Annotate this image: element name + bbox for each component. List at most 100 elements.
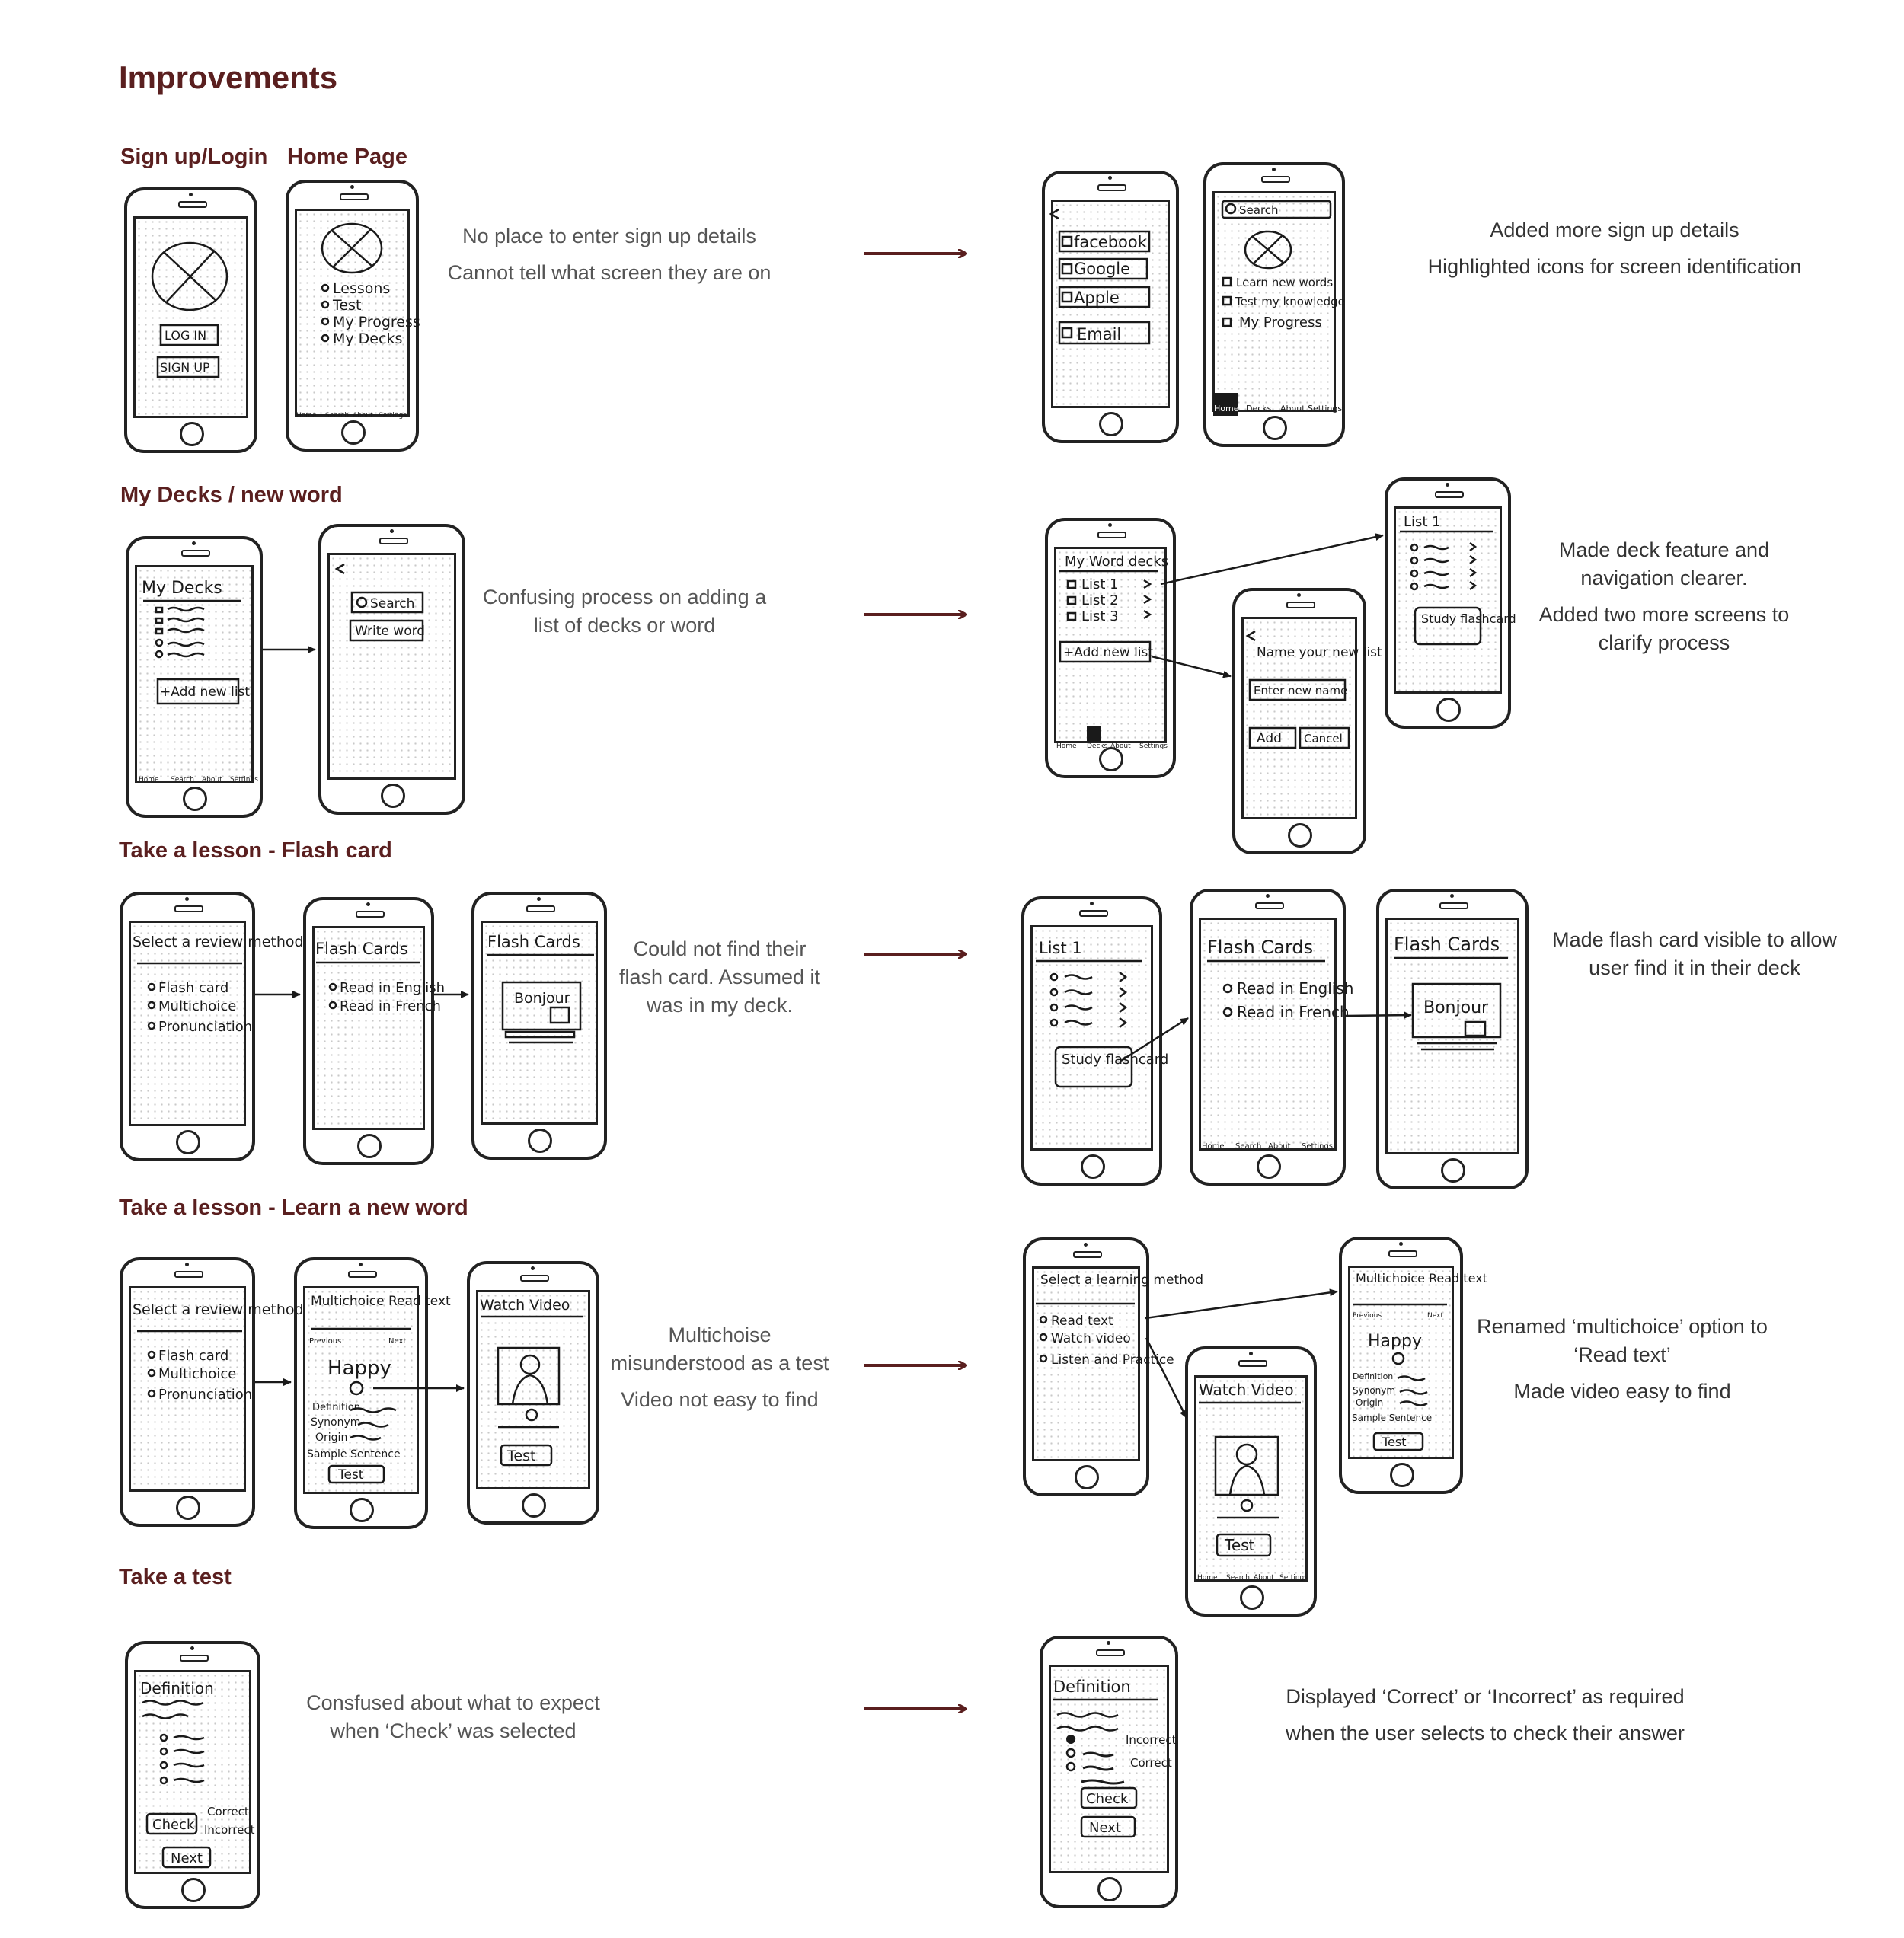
svg-text:Pronunciation: Pronunciation	[158, 1019, 252, 1035]
svg-text:Flash Cards: Flash Cards	[315, 940, 408, 958]
phone-video-new	[1185, 1346, 1317, 1617]
svg-text:Next: Next	[1427, 1312, 1443, 1320]
svg-text:Home: Home	[296, 412, 317, 420]
svg-text:Test my knowledge: Test my knowledge	[1235, 295, 1345, 308]
svg-text:Bonjour: Bonjour	[1423, 998, 1489, 1017]
svg-text:Enter new name: Enter new name	[1254, 684, 1347, 698]
phone-search-old	[318, 524, 465, 815]
svg-text:Read in English: Read in English	[1237, 979, 1353, 998]
svg-text:Learn new words: Learn new words	[1236, 276, 1333, 289]
svg-text:Incorrect: Incorrect	[1126, 1733, 1177, 1747]
svg-text:My Word decks: My Word decks	[1065, 554, 1168, 570]
svg-text:Multichoice Read text: Multichoice Read text	[311, 1294, 451, 1309]
svg-text:Home: Home	[139, 776, 159, 784]
svg-text:Multichoice Read text: Multichoice Read text	[1356, 1271, 1487, 1285]
svg-text:Search: Search	[1239, 203, 1279, 217]
svg-text:My Decks: My Decks	[142, 579, 222, 598]
svg-text:My Decks: My Decks	[333, 330, 402, 347]
phone-login-old	[124, 187, 257, 453]
svg-text:Bonjour: Bonjour	[514, 990, 570, 1007]
svg-text:Settings: Settings	[230, 776, 258, 784]
svg-text:Correct: Correct	[207, 1805, 249, 1818]
svg-text:My Progress: My Progress	[333, 314, 420, 330]
svg-text:List 2: List 2	[1081, 592, 1119, 608]
svg-text:Watch video: Watch video	[1051, 1331, 1131, 1346]
svg-text:Home: Home	[1202, 1142, 1225, 1151]
svg-text:Happy: Happy	[327, 1357, 391, 1380]
section-label-test: Take a test	[119, 1565, 232, 1589]
phone-review-old-2	[120, 1257, 255, 1527]
svg-text:Next: Next	[171, 1850, 203, 1866]
page-title: Improvements	[119, 59, 338, 95]
svg-text:Write word: Write word	[355, 624, 425, 639]
svg-text:Cancel: Cancel	[1304, 732, 1343, 746]
svg-text:Previous: Previous	[309, 1337, 341, 1346]
svg-text:Check: Check	[152, 1817, 195, 1833]
svg-text:Settings: Settings	[379, 412, 407, 420]
svg-text:Pronunciation: Pronunciation	[158, 1387, 252, 1403]
svg-text:Sample Sentence: Sample Sentence	[1352, 1413, 1432, 1423]
svg-text:Settings: Settings	[1139, 742, 1168, 750]
phone-list1-new	[1385, 477, 1511, 729]
svg-text:Multichoice: Multichoice	[158, 998, 236, 1014]
svg-text:Decks: Decks	[1246, 404, 1272, 413]
svg-text:About: About	[1280, 404, 1305, 413]
svg-text:Definition: Definition	[1353, 1371, 1393, 1381]
fix-note-flashcard: Made flash card visible to allow user fi…	[1552, 928, 1837, 979]
svg-text:Next: Next	[388, 1337, 406, 1346]
svg-text:Incorrect: Incorrect	[204, 1823, 255, 1837]
phone-home-old	[286, 180, 419, 452]
svg-text:Multichoice: Multichoice	[158, 1366, 236, 1382]
svg-text:Test: Test	[337, 1467, 364, 1483]
svg-text:Settings: Settings	[1308, 404, 1342, 413]
svg-text:Add: Add	[1257, 731, 1282, 746]
svg-text:+Add new list: +Add new list	[1063, 645, 1153, 660]
svg-text:Test: Test	[506, 1448, 535, 1464]
svg-text:List 1: List 1	[1404, 514, 1441, 530]
phone-flashcards-new	[1190, 889, 1346, 1186]
svg-text:About: About	[1110, 742, 1131, 750]
phone-flashcards-old	[303, 897, 434, 1165]
svg-text:Settings: Settings	[1302, 1142, 1333, 1151]
svg-text:Flash Cards: Flash Cards	[487, 933, 580, 951]
svg-text:Lessons: Lessons	[333, 280, 390, 297]
svg-text:Select a review method: Select a review method	[133, 1301, 304, 1318]
svg-text:About: About	[202, 776, 222, 784]
svg-text:Read text: Read text	[1051, 1314, 1113, 1329]
svg-text:Synonym: Synonym	[1353, 1385, 1395, 1396]
fix-note-learn: Renamed ‘multichoice’ option to ‘Read te…	[1477, 1315, 1768, 1403]
svg-text:Watch Video: Watch Video	[1199, 1381, 1294, 1399]
svg-text:Flash Cards: Flash Cards	[1394, 934, 1500, 955]
issue-note-test: Consfused about what to expect when ‘Che…	[306, 1691, 600, 1742]
section-label-learn: Take a lesson - Learn a new word	[119, 1196, 468, 1220]
phone-list1-flash-new	[1021, 896, 1162, 1186]
svg-text:Google: Google	[1074, 260, 1130, 278]
phone-namelist-new	[1232, 588, 1366, 854]
svg-text:Correct: Correct	[1130, 1756, 1172, 1770]
issue-note-decks: Confusing process on adding a list of de…	[482, 586, 767, 637]
svg-text:Settings: Settings	[1279, 1574, 1308, 1582]
svg-text:Listen and Practice: Listen and Practice	[1051, 1352, 1174, 1368]
svg-text:Study flashcard: Study flashcard	[1062, 1052, 1168, 1068]
svg-text:+Add new list: +Add new list	[160, 685, 250, 700]
phone-learningmethod-new	[1023, 1237, 1149, 1496]
phone-video-old	[467, 1261, 599, 1525]
svg-text:Definition: Definition	[140, 1679, 214, 1697]
sketch-connectors	[255, 533, 1412, 1419]
fix-note-decks: Made deck feature and navigation clearer…	[1538, 538, 1790, 654]
svg-text:List 3: List 3	[1081, 608, 1119, 624]
svg-text:Home: Home	[1197, 1574, 1218, 1582]
svg-text:Next: Next	[1089, 1820, 1121, 1836]
svg-text:Watch Video: Watch Video	[480, 1297, 570, 1314]
svg-text:Definition: Definition	[312, 1402, 360, 1413]
svg-text:List 1: List 1	[1039, 939, 1082, 957]
svg-text:Select a review method: Select a review method	[133, 934, 304, 950]
svg-text:Read in French: Read in French	[1237, 1003, 1350, 1021]
svg-text:List 1: List 1	[1081, 576, 1119, 592]
section-label-signup: Sign up/Login	[120, 145, 268, 169]
section-label-home: Home Page	[287, 145, 407, 169]
section-label-flashcard: Take a lesson - Flash card	[119, 838, 392, 863]
svg-text:Search: Search	[325, 412, 349, 420]
